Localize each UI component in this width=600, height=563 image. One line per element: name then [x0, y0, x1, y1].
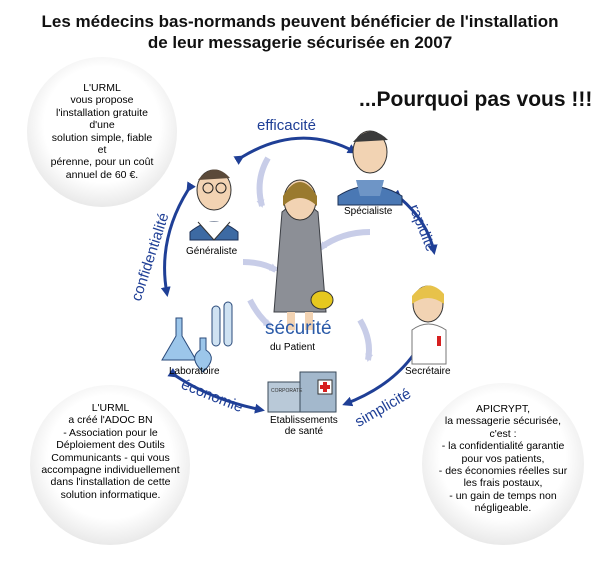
building-sign-text: CORPORATE — [271, 388, 303, 394]
arrow-confidentialite — [160, 181, 196, 297]
patient-figure — [273, 179, 334, 330]
title-line-1: Les médecins bas-normands peuvent bénéfi… — [41, 12, 559, 31]
center-sublabel: du Patient — [270, 342, 316, 353]
title-line-2: de leur messagerie sécurisée en 2007 — [147, 33, 453, 52]
tagline: ...Pourquoi pas vous !!! — [359, 88, 593, 111]
secretaire-figure — [411, 285, 447, 365]
center-label: sécurité — [265, 318, 332, 339]
label-specialiste: Spécialiste — [344, 206, 393, 217]
arrow-rapidite — [391, 189, 438, 255]
arrow-efficacite — [233, 136, 358, 165]
label-etablissements: Etablissements de santé — [270, 415, 338, 437]
specialiste-figure — [337, 130, 403, 206]
bubble-bottom-right-text: APICRYPT,la messagerie sécurisée,c'est :… — [438, 403, 568, 515]
bubble-top-left — [27, 57, 177, 207]
label-efficacite: efficacité — [257, 117, 316, 134]
label-secretaire: Secrétaire — [405, 366, 451, 377]
bubble-bottom-right — [422, 383, 584, 545]
label-generaliste: Généraliste — [186, 246, 238, 257]
label-laboratoire: Laboratoire — [169, 366, 220, 377]
etablissements-figure: CORPORATE — [267, 371, 337, 413]
arrow-economie — [167, 367, 265, 414]
laboratoire-figure — [161, 301, 233, 373]
generaliste-figure — [189, 169, 239, 241]
bubble-bottom-left — [30, 385, 190, 545]
